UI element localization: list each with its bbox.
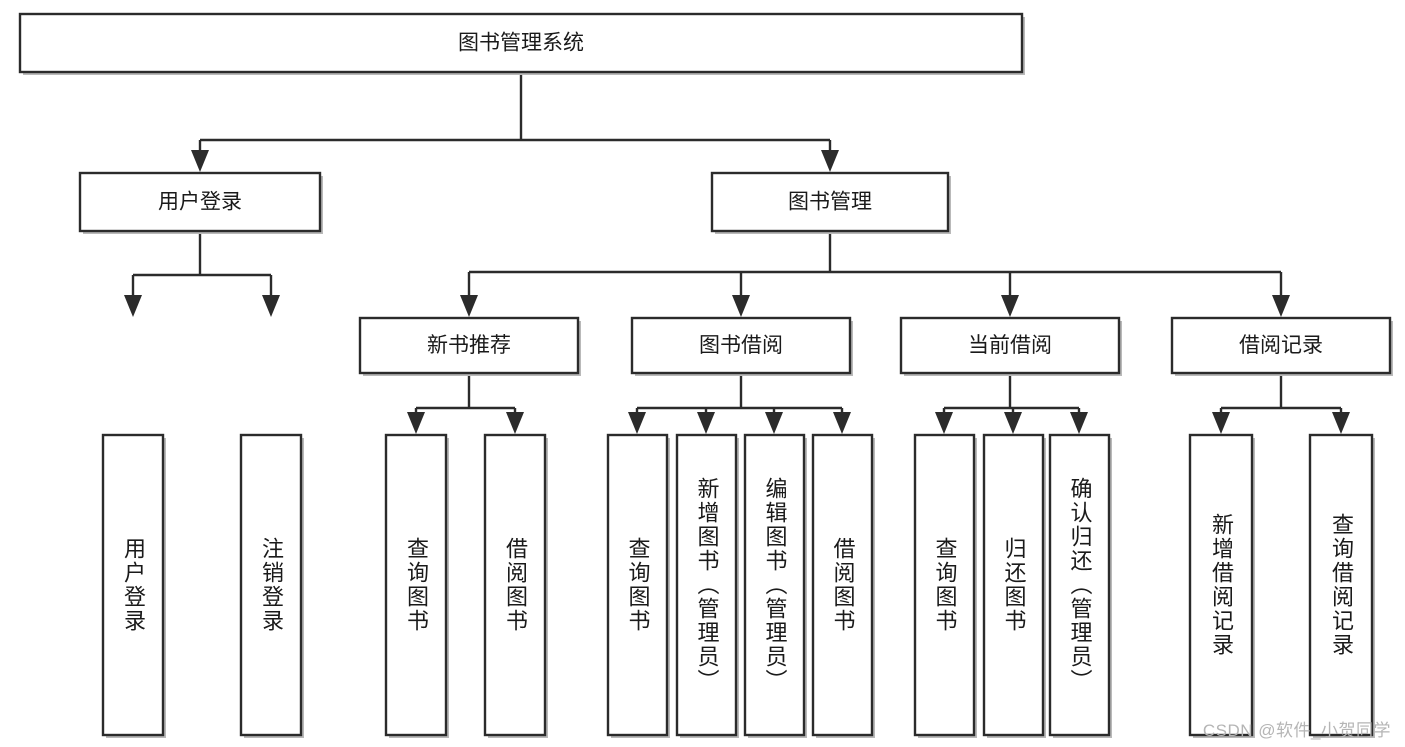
arrow-head-icon: [191, 150, 209, 172]
node-box-leaf-borrow-book-1[interactable]: [483, 433, 547, 737]
arrow-head-icon: [460, 295, 478, 317]
node-label-new-book-recommend: 新书推荐: [427, 334, 511, 357]
arrow-head-icon: [628, 412, 646, 434]
node-box-root[interactable]: [18, 12, 1024, 74]
connector-group: [460, 231, 1290, 317]
connector-group: [1212, 373, 1350, 434]
node-box-leaf-confirm-return[interactable]: [1048, 433, 1111, 737]
node-label-borrow-record: 借阅记录: [1239, 334, 1323, 357]
node-box-leaf-add-book[interactable]: [675, 433, 738, 737]
arrow-head-icon: [407, 412, 425, 434]
arrow-head-icon: [1212, 412, 1230, 434]
arrow-head-icon: [833, 412, 851, 434]
node-box-leaf-edit-book[interactable]: [743, 433, 806, 737]
connector-group: [407, 373, 524, 434]
arrow-head-icon: [765, 412, 783, 434]
boxes-layer: [18, 12, 1393, 738]
node-box-leaf-query-book-1[interactable]: [384, 433, 448, 737]
arrow-head-icon: [506, 412, 524, 434]
arrow-head-icon: [262, 295, 280, 317]
node-box-leaf-query-record[interactable]: [1308, 433, 1374, 737]
arrow-head-icon: [697, 412, 715, 434]
arrow-head-icon: [124, 295, 142, 317]
node-label-current-borrow: 当前借阅: [968, 334, 1052, 357]
node-box-book-manage[interactable]: [710, 171, 950, 233]
arrow-head-icon: [1004, 412, 1022, 434]
arrow-head-icon: [732, 295, 750, 317]
node-box-leaf-query-book-2[interactable]: [606, 433, 669, 737]
connector-group: [935, 373, 1088, 434]
arrow-head-icon: [1332, 412, 1350, 434]
arrow-head-icon: [821, 150, 839, 172]
node-box-current-borrow[interactable]: [899, 316, 1121, 375]
node-box-new-book-recommend[interactable]: [358, 316, 580, 375]
node-box-leaf-logout[interactable]: [239, 433, 303, 737]
node-box-leaf-query-book-3[interactable]: [913, 433, 976, 737]
node-box-leaf-return-book[interactable]: [982, 433, 1045, 737]
node-label-user-login: 用户登录: [158, 191, 242, 214]
node-label-book-manage: 图书管理: [788, 191, 872, 214]
connector-group: [124, 231, 280, 317]
connector-group: [628, 373, 851, 434]
node-label-book-borrow: 图书借阅: [699, 334, 783, 357]
node-box-user-login[interactable]: [78, 171, 322, 233]
connectors-layer: [124, 72, 1350, 434]
arrow-head-icon: [1001, 295, 1019, 317]
watermark-text: CSDN @软件_小贺同学: [1202, 721, 1391, 740]
node-box-book-borrow[interactable]: [630, 316, 852, 375]
node-label-root: 图书管理系统: [458, 32, 584, 55]
node-box-leaf-user-login[interactable]: [101, 433, 165, 737]
node-box-leaf-add-record[interactable]: [1188, 433, 1254, 737]
node-box-borrow-record[interactable]: [1170, 316, 1392, 375]
arrow-head-icon: [935, 412, 953, 434]
connector-group: [191, 72, 839, 172]
arrow-head-icon: [1272, 295, 1290, 317]
node-box-leaf-borrow-book-2[interactable]: [811, 433, 874, 737]
arrow-head-icon: [1070, 412, 1088, 434]
